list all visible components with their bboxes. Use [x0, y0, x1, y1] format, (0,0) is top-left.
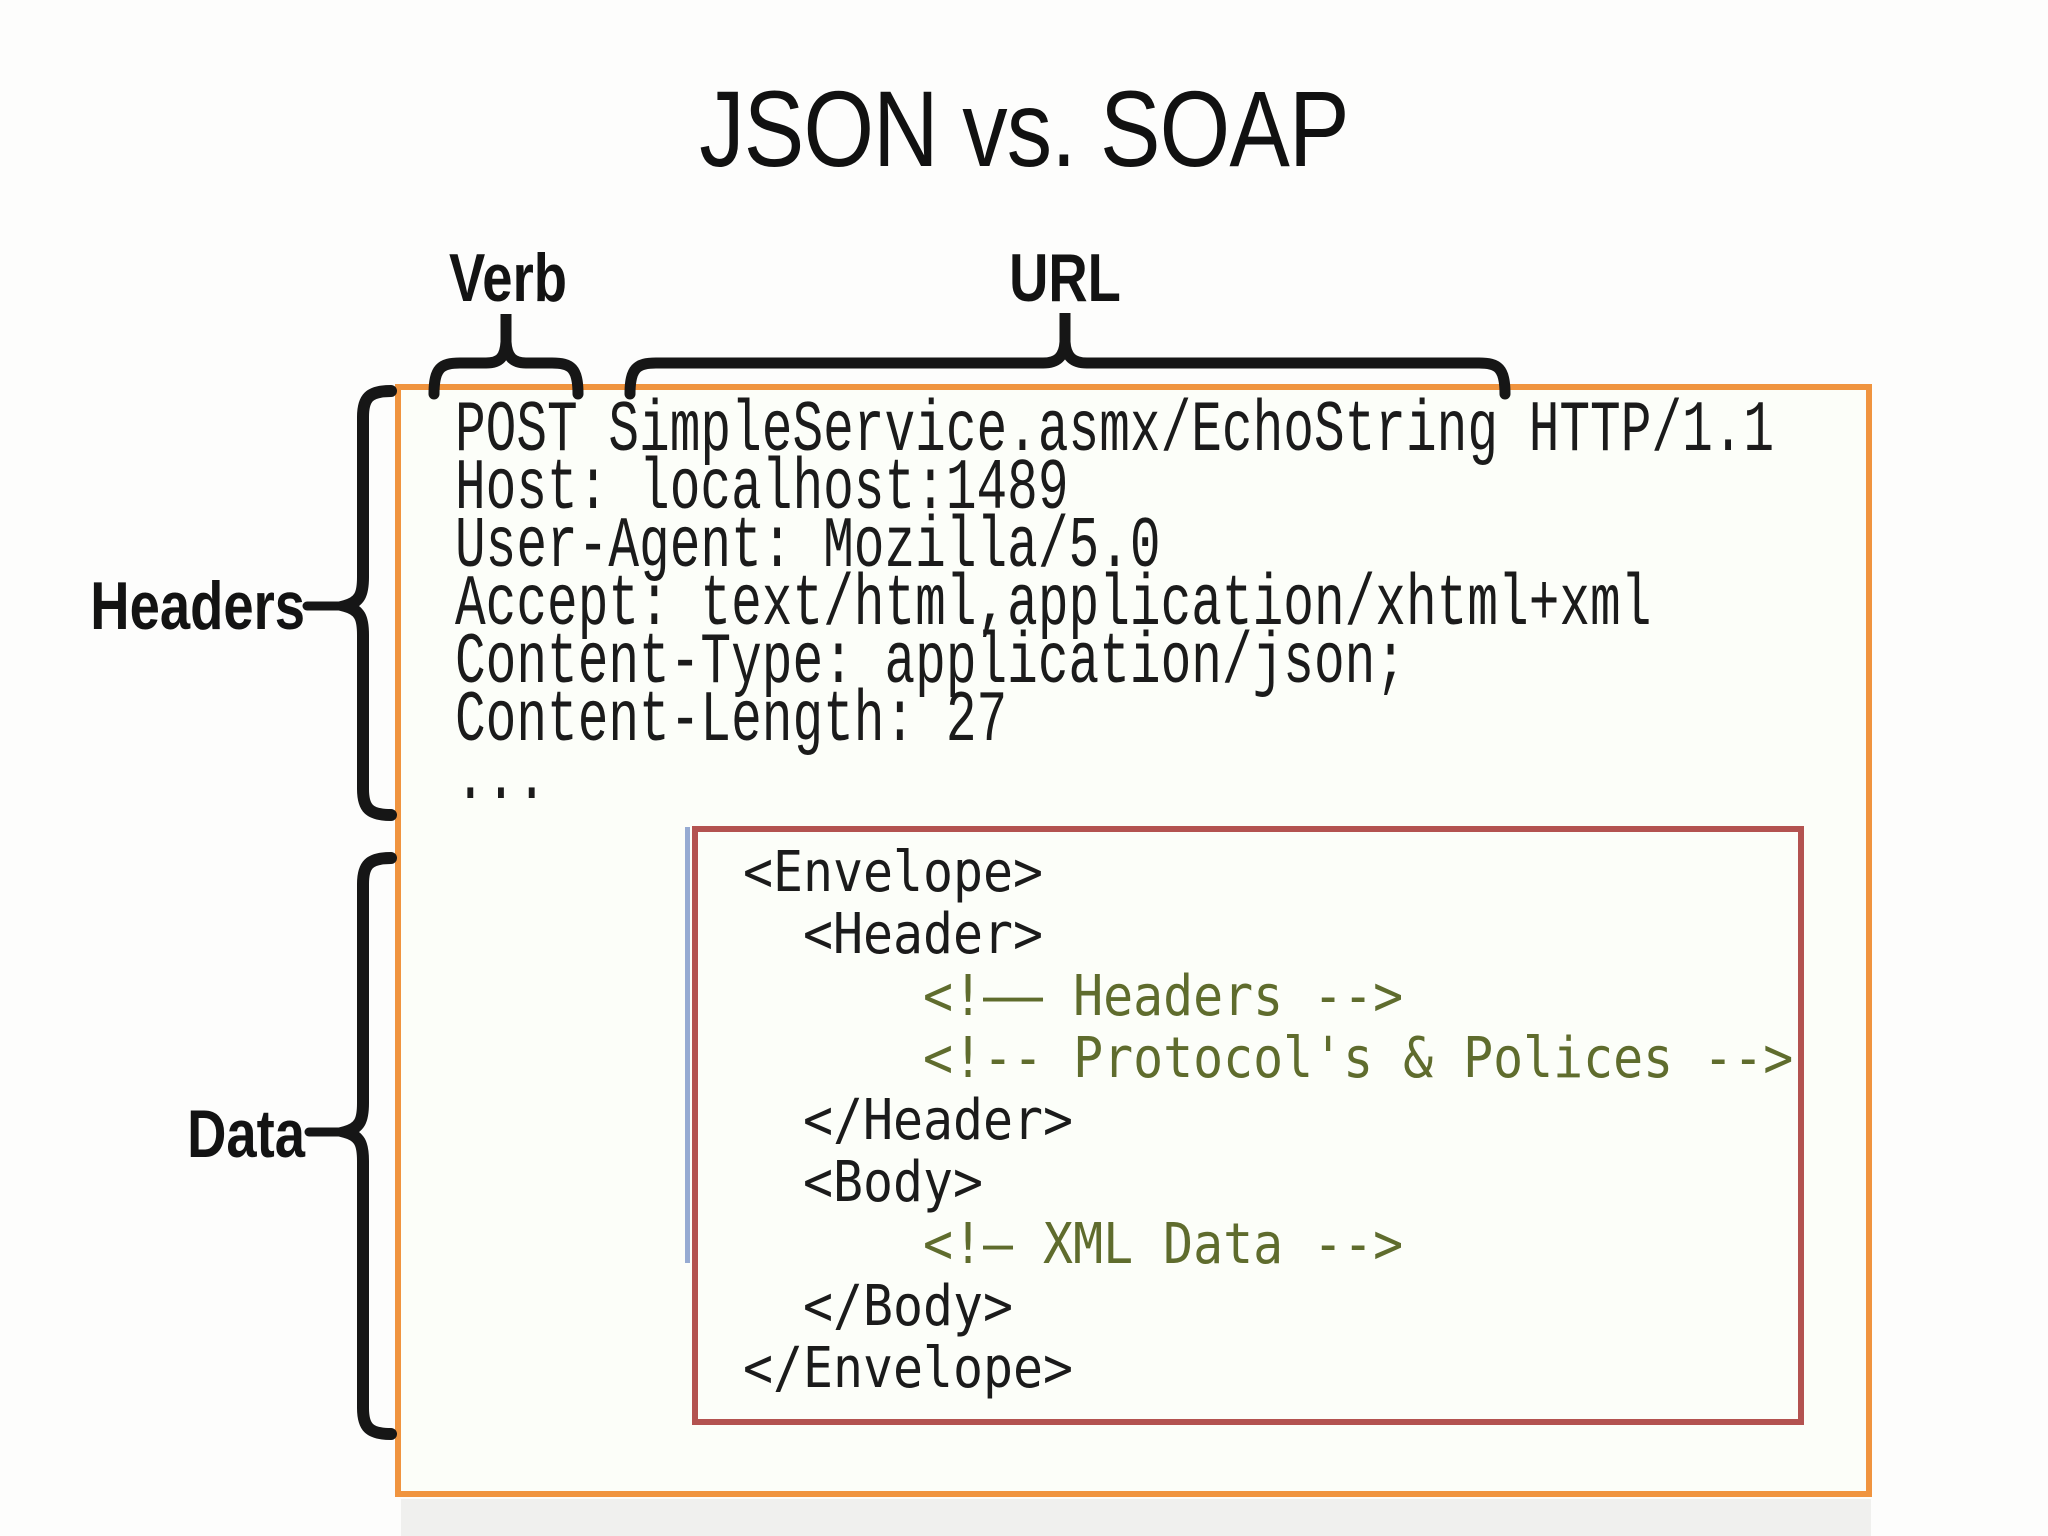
- http-line: ...: [455, 738, 548, 820]
- soap-envelope-box: [692, 826, 1804, 1425]
- http-request-box: [395, 384, 1872, 1497]
- xml-line: </Envelope>: [743, 1336, 1074, 1401]
- http-request-code: POST SimpleService.asmx/EchoString HTTP/…: [455, 390, 1775, 820]
- http-line: Content-Length: 27: [455, 680, 1008, 762]
- headers-label: Headers: [90, 568, 305, 644]
- http-line: Content-Type: application/json;: [455, 622, 1406, 704]
- http-line: POST SimpleService.asmx/EchoString HTTP/…: [455, 390, 1775, 472]
- http-line: Host: localhost:1489: [455, 448, 1069, 530]
- data-label: Data: [187, 1096, 305, 1172]
- xml-line: </Body>: [743, 1274, 1014, 1339]
- xml-line: <Header>: [743, 902, 1044, 967]
- xml-line: <!–– Headers -->: [743, 964, 1404, 1029]
- data-brace: [321, 852, 397, 1440]
- slide-title: JSON vs. SOAP: [699, 68, 1349, 189]
- verb-label: Verb: [449, 240, 567, 316]
- xml-line: </Header>: [743, 1088, 1074, 1153]
- headers-brace: [321, 385, 397, 821]
- verb-brace: [428, 314, 584, 400]
- xml-line: <Body>: [743, 1150, 984, 1215]
- box-shadow-band: [401, 1499, 1871, 1536]
- url-brace: [624, 313, 1511, 400]
- soap-envelope-code: <Envelope> <Header> <!–– Headers --> <!-…: [743, 842, 1793, 1400]
- xml-line: <!– XML Data -->: [743, 1212, 1404, 1277]
- url-label: URL: [1009, 240, 1121, 316]
- http-line: Accept: text/html,application/xhtml+xml: [455, 564, 1652, 646]
- xml-line: <Envelope>: [743, 840, 1044, 905]
- blue-accent-line: [685, 827, 690, 1263]
- xml-line: <!-- Protocol's & Polices -->: [743, 1026, 1794, 1091]
- http-line: User-Agent: Mozilla/5.0: [455, 506, 1161, 588]
